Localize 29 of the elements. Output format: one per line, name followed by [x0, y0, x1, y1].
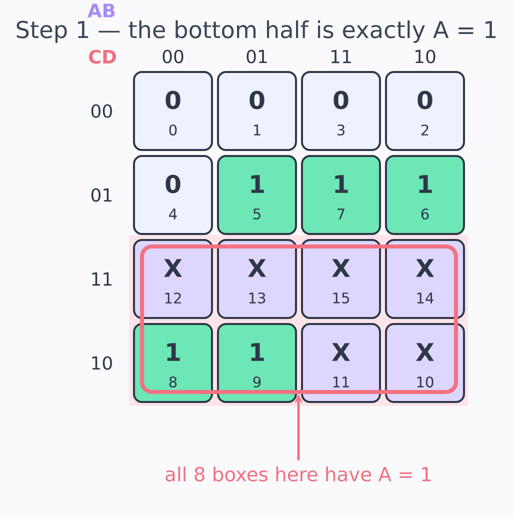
kmap-cell: 1 9	[217, 323, 297, 403]
kmap-cell: 1 8	[133, 323, 213, 403]
annotation: all 8 boxes here have A = 1	[166, 466, 431, 482]
column-header: 11	[332, 50, 351, 64]
kmap-cell: 1 7	[301, 155, 381, 235]
kmap-cell: 0 1	[217, 71, 297, 151]
kmap-cell: 0 4	[133, 155, 213, 235]
kmap-cell: X 12	[133, 239, 213, 319]
row-header: 11	[92, 272, 112, 286]
row-header: 01	[91, 188, 112, 202]
kmap-cell: 1 5	[217, 155, 297, 235]
row-header: 10	[92, 356, 112, 370]
kmap-cell: 0 2	[385, 71, 465, 151]
variable-label: CD	[88, 50, 116, 64]
kmap-cell: 1 6	[385, 155, 465, 235]
kmap-cell: 0 0	[133, 71, 213, 151]
kmap-cell: X 11	[301, 323, 381, 403]
row-header: 00	[91, 104, 112, 118]
kmap-cell: 0 3	[301, 71, 381, 151]
variable-label: AB	[88, 4, 115, 18]
title: Step 1 — the bottom half is exactly A = 1	[16, 20, 496, 43]
column-header: 00	[162, 50, 184, 64]
kmap-cell: X 13	[217, 239, 297, 319]
highlight-loop	[140, 244, 458, 394]
column-header: 01	[246, 50, 267, 64]
kmap-cell: X 15	[301, 239, 381, 319]
column-header: 10	[416, 50, 436, 64]
kmap-cell: X 14	[385, 239, 465, 319]
kmap-cell: X 10	[385, 323, 465, 403]
